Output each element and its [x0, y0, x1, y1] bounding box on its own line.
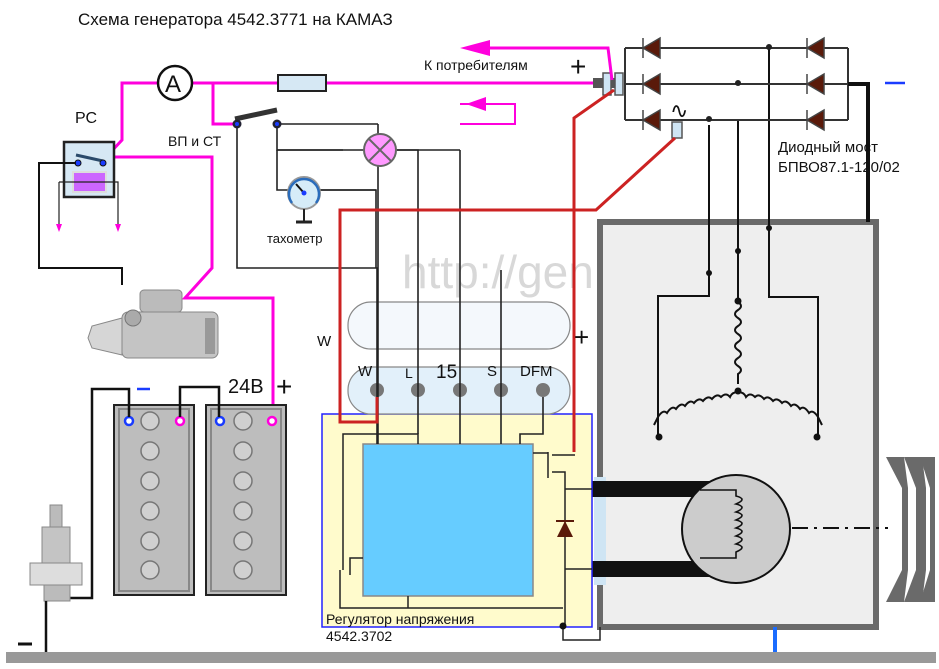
switch-label: ВП и СТ: [168, 133, 222, 149]
regulator-ground-dot: [559, 622, 567, 630]
pin-label-15: 15: [436, 362, 457, 383]
ammeter-label: A: [165, 71, 181, 98]
consumers-plus-sign: +: [570, 51, 586, 82]
regulator-label-1: Регулятор напряжения: [326, 611, 474, 627]
battery-voltage-label: 24В: [228, 376, 264, 398]
tachometer-label: тахометр: [267, 231, 323, 246]
regulator-chip: [362, 443, 534, 597]
relay-ground-wire: [38, 162, 123, 285]
diode-icons: [641, 36, 825, 132]
regulator-diode-icon: [557, 521, 573, 537]
stator-winding: [653, 45, 823, 437]
bridge-negative-wire: [848, 82, 870, 222]
mass-switch-icon: [29, 504, 83, 602]
regulator-internal-wiring: [339, 433, 601, 641]
stator-junction-dots: [655, 225, 821, 441]
battery-negative-wire: [70, 387, 131, 600]
starter-relay-icon: [56, 140, 121, 232]
diagram-title: Схема генератора 4542.3771 на КАМАЗ: [78, 10, 393, 29]
tachometer-icon: [287, 176, 321, 224]
regulator-label-2: 4542.3702: [326, 628, 392, 644]
fuse-icon: [277, 74, 327, 92]
consumers-arrow-icon: [460, 40, 490, 56]
pulley-icon: [886, 457, 935, 602]
positive-wires: [106, 46, 614, 410]
consumers-label: К потребителям: [424, 57, 528, 73]
ground-bar: [6, 652, 936, 663]
w-side-label: W: [317, 333, 332, 350]
ignition-switch-icon[interactable]: [232, 107, 282, 129]
diode-bridge: [624, 47, 868, 121]
red-wires: [338, 88, 677, 452]
warning-lamp-icon: [363, 133, 397, 167]
red-plus-sign: +: [574, 322, 589, 352]
ac-symbol: ∿: [670, 98, 688, 123]
connector-cover: [347, 301, 571, 350]
feedback-arrow-icon: [466, 97, 486, 111]
bridge-junction-dots: [706, 44, 772, 122]
starter-motor-icon: [87, 289, 219, 359]
pin-label-s: S: [487, 363, 497, 380]
pin-label-l: L: [405, 365, 413, 381]
relay-label: РС: [75, 110, 97, 127]
alternator-housing: [594, 219, 879, 652]
ammeter-icon: [156, 64, 194, 102]
diode-bridge-label-1: Диодный мост: [778, 139, 878, 156]
pin-label-dfm: DFM: [520, 363, 553, 380]
battery-plus-sign: +: [276, 371, 292, 402]
rotor: [592, 474, 888, 584]
pin-label-w: W: [358, 363, 373, 380]
b-plus-terminal-icon: [593, 72, 624, 96]
battery-cells: [140, 411, 253, 580]
diode-bridge-label-2: БПВО87.1-120/02: [778, 159, 900, 176]
ac-terminal-icon: [671, 121, 683, 139]
battery-link-wire: [178, 385, 221, 417]
